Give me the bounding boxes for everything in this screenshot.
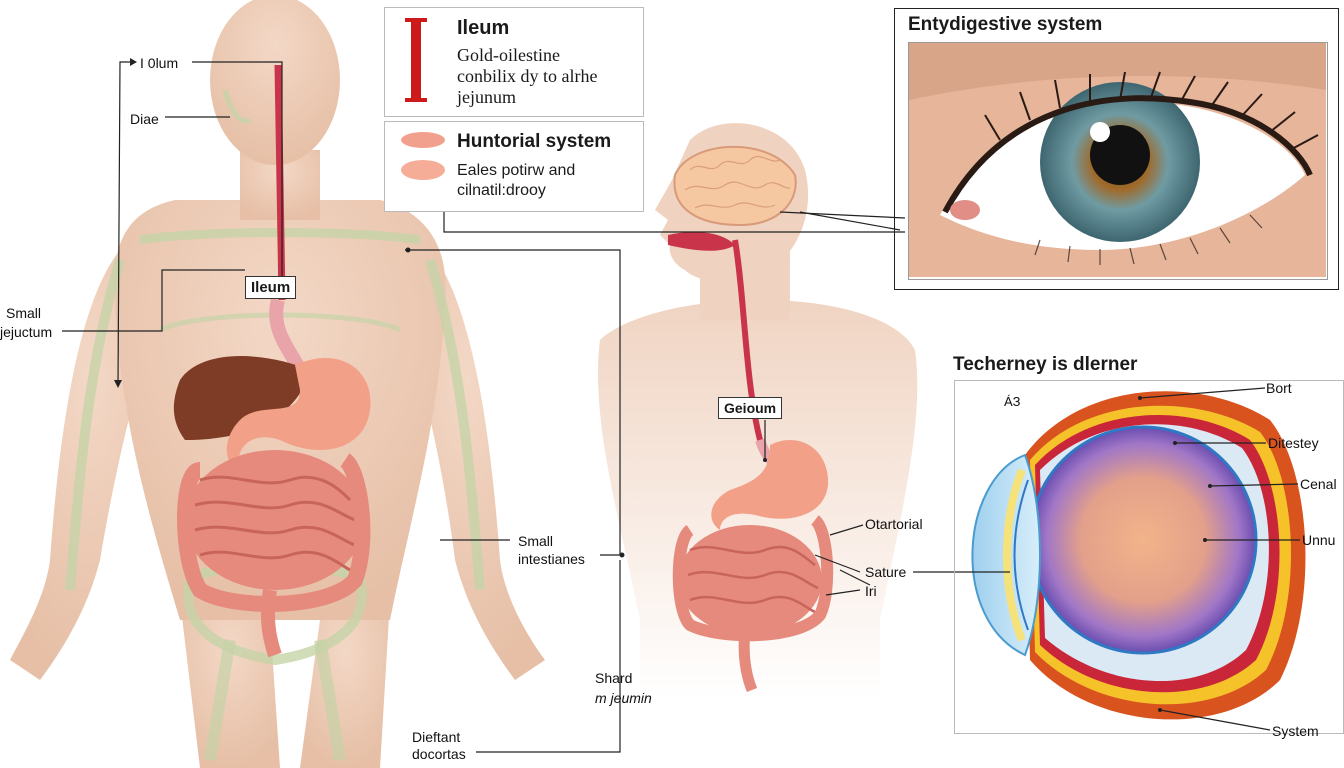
label-small-intestines-1: Small (518, 533, 554, 549)
ileum-marker-bar (411, 18, 421, 102)
legend-huntorial-title: Huntorial system (457, 131, 612, 152)
label-small-intestines-2: intestianes (518, 551, 585, 567)
legend-huntorial-line-1: Eales potirw and (457, 162, 576, 179)
label-iri: Iri (865, 583, 877, 599)
eye-photo-title: Entydigestive system (908, 14, 1103, 35)
middle-body-figure (598, 123, 918, 700)
legend-ileum-line-2: conbilix dy to alrhe (457, 66, 598, 86)
eye-cross-section (971, 391, 1306, 720)
ileum-marker-top (405, 18, 427, 22)
label-sature: Sature (865, 564, 907, 580)
legend-ileum-line-3: jejunum (457, 87, 516, 107)
leader-lines (62, 61, 1300, 753)
label-system: System (1272, 723, 1319, 739)
label-dieftant-2: docortas (412, 746, 466, 762)
label-bort: Bort (1266, 380, 1292, 396)
label-diae: Diae (130, 111, 159, 127)
legend-ileum-title: Ileum (457, 17, 510, 39)
swatch-top (401, 132, 445, 148)
legend-huntorial-line-2: cilnatil:drooy (457, 182, 546, 199)
label-shard-1: Shard (595, 670, 633, 686)
leader-arrows (114, 58, 1212, 712)
eye-diagram-frame (954, 380, 1344, 734)
label-unnu: Unnu (1302, 532, 1336, 548)
label-ileum-box: Ileum (245, 276, 297, 299)
swatch-bottom (401, 160, 445, 180)
legend-ileum-line-1: Gold-oilestine (457, 45, 560, 65)
legend-box-huntorial: Huntorial system Eales potirw and cilnat… (384, 121, 644, 212)
label-small-jejunum-2: jejuctum (0, 324, 53, 340)
label-small-jejunum-1: Small (6, 305, 42, 321)
label-shard-2: m jeumin (595, 690, 652, 706)
ileum-marker-bottom (405, 98, 427, 102)
eye-diagram-title: Techerney is dlerner (953, 354, 1138, 375)
legend-box-ileum: Ileum Gold-oilestine conbilix dy to alrh… (384, 7, 644, 117)
eye-photo-illustration (909, 42, 1326, 277)
label-ileum-top: I 0lum (140, 55, 179, 71)
label-ditestey: Ditestey (1268, 435, 1319, 451)
label-cenal: Cenal (1300, 476, 1337, 492)
label-dieftant-1: Dieftant (412, 729, 461, 745)
label-otartorial: Otartorial (865, 516, 923, 532)
eye-photo-frame (894, 8, 1339, 290)
eye-diagram-corner-text: ÁЗ (1004, 394, 1021, 409)
left-body-figure (10, 0, 545, 768)
label-geioum: Geioum (718, 397, 783, 419)
eye-photo-border (908, 42, 1328, 280)
